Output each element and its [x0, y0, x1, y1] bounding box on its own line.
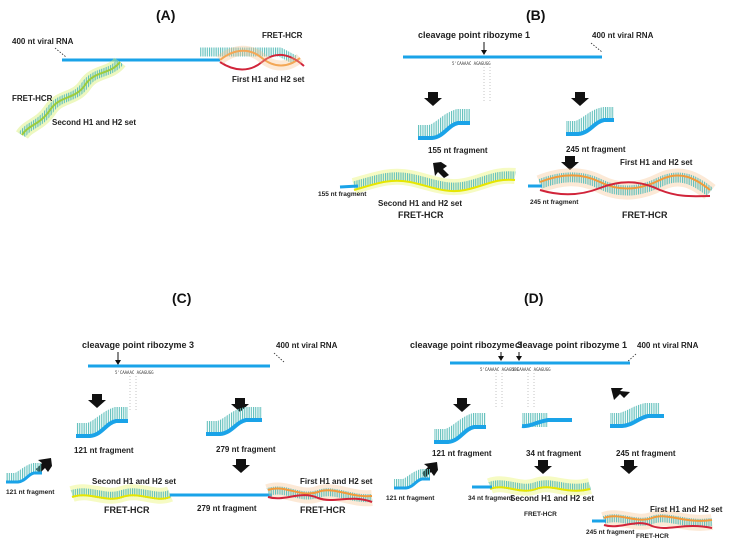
panel-d-cleavage3-label: cleavage point ribozyme 3: [410, 340, 522, 350]
panel-a-viral-rna-label: 400 nt viral RNA: [12, 37, 74, 46]
panel-d-121-small: 121 nt fragment: [386, 495, 435, 502]
panel-c-fragment-121: [76, 407, 128, 438]
panel-d-ribozyme1-seq: 5'CAAAAC AGAGUGG: [512, 367, 551, 372]
panel-c-small-121: [6, 463, 42, 484]
panel-b-second-set: Second H1 and H2 set: [378, 199, 462, 208]
panel-a-fret-left: FRET-HCR: [12, 94, 53, 103]
panel-c-279-mid: 279 nt fragment: [197, 504, 257, 513]
panel-d-34-small: 34 nt fragment: [468, 495, 514, 502]
panel-c-right-hcr: [265, 482, 373, 507]
panel-d-ribozyme3-seq: 5'CAAAAC AGAGUGG: [480, 367, 519, 372]
panel-b-arrow-left: [424, 92, 442, 106]
panel-c-121-label: 121 nt fragment: [74, 446, 134, 455]
panel-d-fragment-245: [610, 403, 664, 428]
panel-b-cleavage-label: cleavage point ribozyme 1: [418, 30, 530, 40]
panel-b-arrow-245: [561, 156, 579, 170]
panel-b-fragment-155: [418, 109, 470, 140]
panel-a-second-set: Second H1 and H2 set: [52, 118, 136, 127]
panel-c-fret-right: FRET-HCR: [300, 505, 346, 515]
panel-d-mid-hcr: [472, 476, 592, 496]
panel-a-pointer: [54, 47, 67, 58]
panel-b-label: (B): [526, 7, 545, 23]
panel-b-245-label: 245 nt fragment: [566, 145, 626, 154]
panel-b-245-small: 245 nt fragment: [530, 199, 579, 206]
panel-b-155-label: 155 nt fragment: [428, 146, 488, 155]
panel-a-right-hcr: [200, 45, 305, 71]
panel-d-small-121: [394, 469, 430, 490]
panel-c-arrow-left: [88, 394, 106, 408]
panel-b-left-hcr: [339, 167, 516, 195]
panel-c-first-set: First H1 and H2 set: [300, 477, 373, 486]
panel-c-121-small: 121 nt fragment: [6, 489, 55, 496]
panel-c-279-label: 279 nt fragment: [216, 445, 276, 454]
panel-b-first-set: First H1 and H2 set: [620, 158, 693, 167]
panel-c-viral-rna-label: 400 nt viral RNA: [276, 341, 338, 350]
panel-c-label: (C): [172, 290, 191, 306]
panel-c-fragment-279: [206, 407, 262, 436]
panel-d-first-set: First H1 and H2 set: [650, 505, 723, 514]
panel-d-34-label: 34 nt fragment: [526, 449, 581, 458]
panel-c-fret-left: FRET-HCR: [104, 505, 150, 515]
panel-d-245-small: 245 nt fragment: [586, 529, 635, 536]
panel-d-fragment-121: [434, 413, 486, 444]
panel-d: (D) cleavage point ribozyme 3 cleavage p…: [386, 290, 723, 540]
panel-d-right-hcr: [592, 510, 714, 531]
panel-d-viral-rna-label: 400 nt viral RNA: [637, 341, 699, 350]
panel-c: (C) cleavage point ribozyme 3 400 nt vir…: [6, 290, 373, 515]
panel-c-arrow-279: [232, 459, 250, 473]
panel-b-fragment-245: [566, 107, 614, 136]
panel-d-fragment-34: [521, 413, 572, 429]
panel-b: (B) cleavage point ribozyme 1 400 nt vir…: [318, 7, 716, 220]
panel-d-cleavage1-label: cleavage point ribozyme 1: [515, 340, 627, 350]
panel-a-left-hcr: [16, 57, 126, 140]
panel-c-ribozyme-seq: 5'CAAAAC AGAGUGG: [115, 370, 154, 375]
panel-d-arrow-245: [611, 388, 630, 400]
panel-c-left-hcr: [69, 484, 173, 504]
panel-b-fret-left: FRET-HCR: [398, 210, 444, 220]
panel-d-fret-right: FRET-HCR: [636, 533, 669, 540]
panel-d-ribozyme-stems: [495, 373, 535, 408]
panel-b-ribozyme-stem: [483, 67, 491, 103]
panel-c-arrow-right: [231, 398, 249, 412]
panel-c-ribozyme-stem: [129, 376, 137, 412]
panel-b-ribozyme-seq: 5'CAAAAC AGAGUGG: [452, 61, 491, 66]
panel-b-arrow-155: [433, 162, 449, 178]
panel-a-label: (A): [156, 7, 175, 23]
panel-c-cleavage-label: cleavage point ribozyme 3: [82, 340, 194, 350]
panel-d-arrow-245-small: [620, 460, 638, 474]
panel-d-arrow-34: [534, 460, 552, 474]
panel-a: (A) 400 nt viral RNA FRET-HCR First H1 a…: [12, 7, 305, 140]
panel-b-right-hcr: [528, 168, 716, 200]
panel-b-viral-rna-label: 400 nt viral RNA: [592, 31, 654, 40]
panel-d-arrow-121: [453, 398, 471, 412]
panel-b-fret-right: FRET-HCR: [622, 210, 668, 220]
panel-a-first-set: First H1 and H2 set: [232, 75, 305, 84]
panel-b-155-small: 155 nt fragment: [318, 191, 367, 198]
panel-d-second-set: Second H1 and H2 set: [510, 494, 594, 503]
panel-d-label: (D): [524, 290, 543, 306]
panel-d-fret-mid: FRET-HCR: [524, 511, 557, 518]
panel-d-121-label: 121 nt fragment: [432, 449, 492, 458]
panel-a-fret-top: FRET-HCR: [262, 31, 303, 40]
panel-c-second-set: Second H1 and H2 set: [92, 477, 176, 486]
panel-b-arrow-right: [571, 92, 589, 106]
panel-d-245-label: 245 nt fragment: [616, 449, 676, 458]
